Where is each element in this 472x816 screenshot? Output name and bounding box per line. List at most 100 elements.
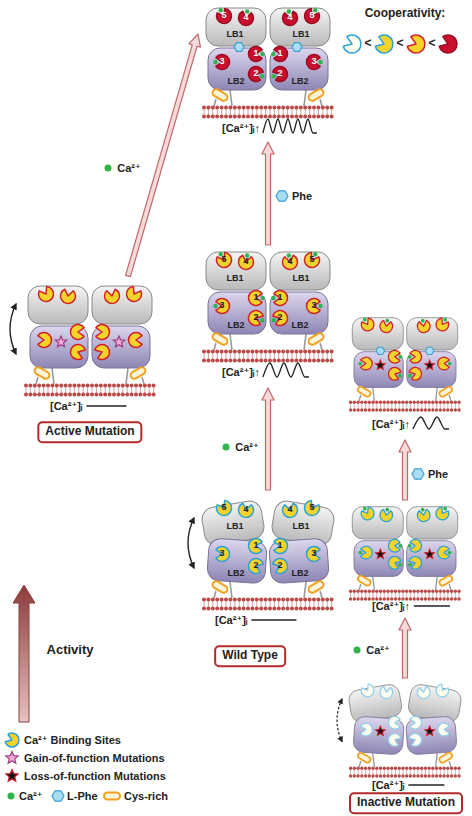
lipid-head: [439, 401, 442, 404]
lipid-tail: [300, 109, 301, 115]
lipid-tail: [350, 770, 351, 775]
lipid-head: [349, 590, 352, 593]
lipid-head: [364, 590, 367, 593]
lipid-head: [308, 607, 312, 611]
lipid-tail: [425, 593, 426, 598]
lipid-head: [206, 598, 210, 602]
receptor: [188, 499, 336, 610]
lipid-tail: [87, 387, 88, 393]
lipid-head: [386, 401, 389, 404]
lipid-head: [228, 350, 232, 354]
lipid-head: [450, 774, 453, 777]
cys-rich-domain: [211, 580, 228, 594]
lipid-tail: [358, 770, 359, 775]
callout-number: 1: [253, 49, 258, 59]
lipid-head: [316, 607, 320, 611]
lipid-head: [290, 598, 294, 602]
lipid-head: [299, 106, 303, 110]
callout-number: 2: [277, 313, 282, 323]
calcium-ion: [213, 304, 217, 308]
lipid-tail: [406, 770, 407, 775]
callout-number: 2: [277, 69, 282, 79]
lipid-head: [277, 106, 281, 110]
ca-binding-site: [439, 35, 457, 53]
lipid-tail: [127, 387, 128, 393]
lipid-tail: [305, 353, 306, 359]
lipid-head: [33, 393, 37, 397]
lipid-tail: [212, 601, 213, 607]
lipid-tail: [365, 593, 366, 598]
lipid-head: [356, 590, 359, 593]
lipid-head: [264, 359, 268, 363]
lipid-head: [364, 597, 367, 600]
lipid-head: [312, 359, 316, 363]
lipid-head: [37, 384, 41, 388]
lipid-head: [316, 598, 320, 602]
lobe-label: LB1: [226, 274, 243, 284]
lipid-head: [264, 115, 268, 119]
lipid-head: [321, 607, 325, 611]
lipid-tail: [274, 109, 275, 115]
lipid-head: [321, 359, 325, 363]
ca-binding-site: [38, 287, 53, 302]
lipid-head: [290, 106, 294, 110]
ca-binding-site: [96, 325, 110, 340]
lipid-head: [264, 350, 268, 354]
lipid-tail: [410, 593, 411, 598]
lipid-tail: [436, 404, 437, 409]
ca-binding-site: [239, 11, 254, 25]
lipid-tail: [414, 770, 415, 775]
lipid-tail: [83, 387, 84, 393]
lipid-head: [250, 350, 254, 354]
lipid-head: [375, 767, 378, 770]
lipid-head: [50, 384, 54, 388]
lipid-tail: [402, 593, 403, 598]
lipid-tail: [296, 353, 297, 359]
ca-binding-site: [436, 318, 449, 331]
lipid-head: [420, 401, 423, 404]
calcium-ion: [260, 52, 264, 56]
transition-arrow: [399, 440, 411, 500]
loss-mutation-star: [375, 549, 385, 558]
calcium-ion: [354, 647, 361, 654]
lipid-tail: [417, 404, 418, 409]
ca-binding-site: [274, 539, 288, 554]
lipid-tail: [358, 404, 359, 409]
lipid-head: [259, 350, 263, 354]
lipid-head: [286, 115, 290, 119]
lipid-head: [312, 607, 316, 611]
lipid-head: [206, 350, 210, 354]
callout-number: 3: [311, 301, 316, 311]
lobe-label: LB1: [226, 30, 243, 40]
lipid-head: [442, 767, 445, 770]
ligand-label: Phe: [292, 190, 312, 202]
lipid-head: [228, 106, 232, 110]
callout-number: 5: [309, 255, 314, 265]
ca-binding-site: [361, 684, 374, 697]
lipid-head: [255, 359, 259, 363]
lipid-head: [360, 401, 363, 404]
calcium-ion: [385, 319, 389, 323]
ca-binding-site: [239, 255, 254, 269]
calcium-level: [Ca²⁺]ᵢ: [372, 779, 404, 791]
lipid-head: [143, 393, 147, 397]
loss-mutation-star: [375, 726, 385, 735]
lipid-head: [299, 598, 303, 602]
ca-binding-site: [249, 539, 263, 554]
lipid-tail: [327, 353, 328, 359]
lipid-head: [281, 607, 285, 611]
lipid-tail: [327, 109, 328, 115]
lipid-tail: [221, 353, 222, 359]
lipid-tail: [314, 353, 315, 359]
lipid-head: [202, 106, 206, 110]
lipid-head: [68, 393, 72, 397]
calcium-level: [Ca²⁺]ᵢ: [50, 400, 82, 412]
lipid-head: [215, 115, 219, 119]
lipid-tail: [292, 601, 293, 607]
lipid-tail: [380, 593, 381, 598]
calcium-ion: [105, 165, 112, 172]
lipid-tail: [399, 770, 400, 775]
lipid-head: [442, 401, 445, 404]
lipid-head: [368, 597, 371, 600]
legend-text: Ca²⁺: [19, 790, 43, 802]
